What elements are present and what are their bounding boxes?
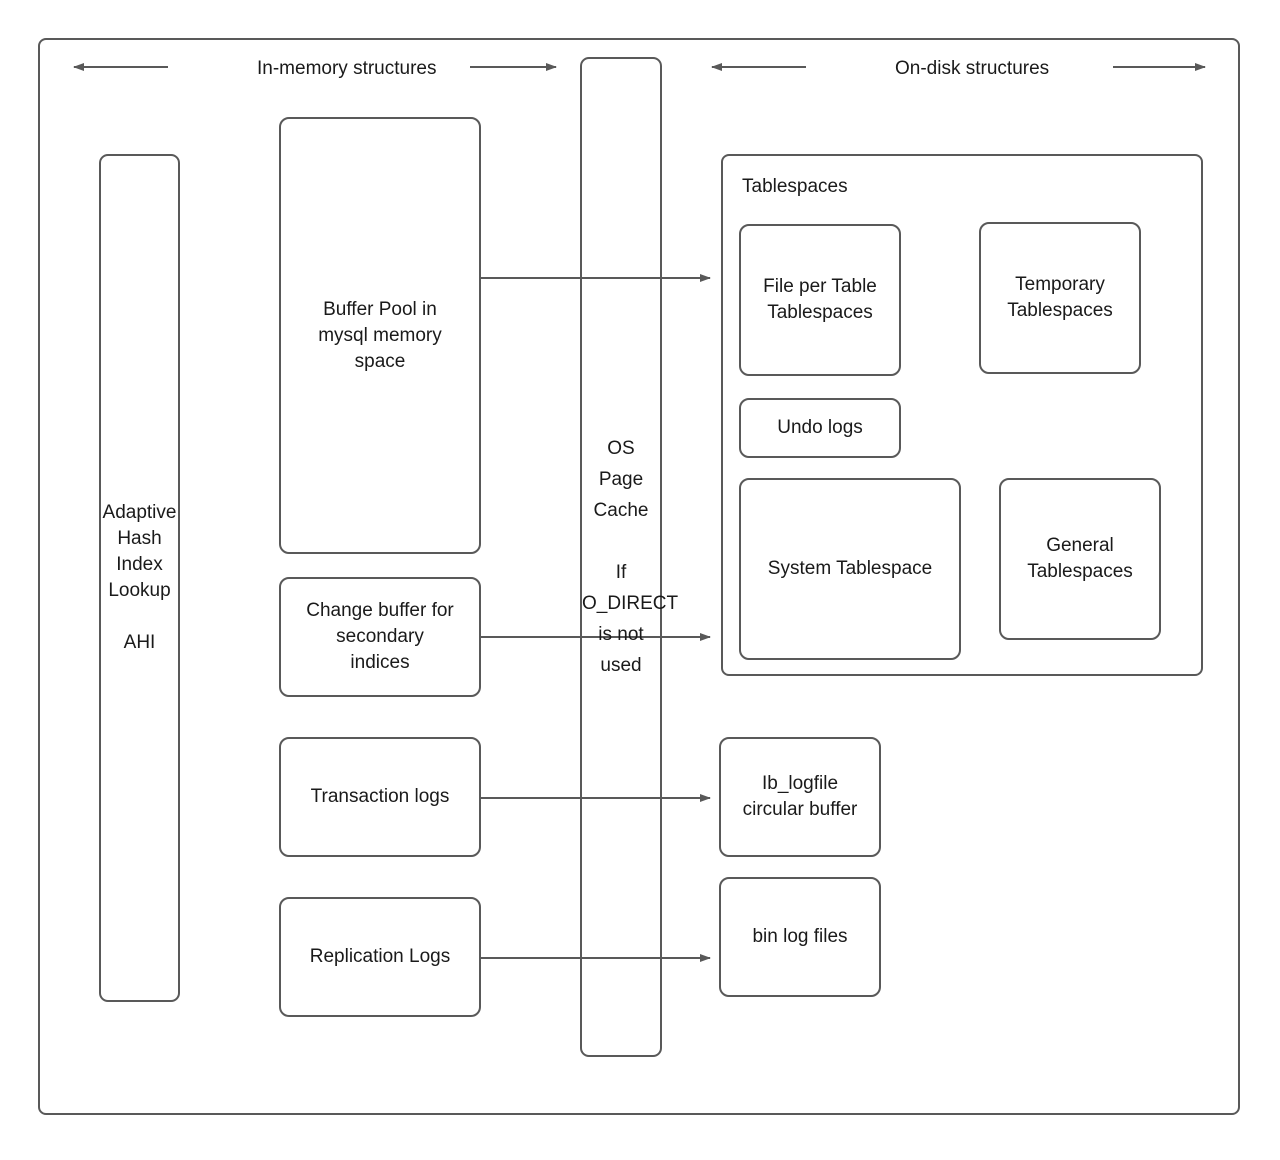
ib-logfile-label: Ib_logfile circular buffer <box>742 773 858 820</box>
buffer-pool-label: Buffer Pool in mysql memory space <box>318 298 442 372</box>
general-tablespaces-box[interactable]: General Tablespaces <box>999 478 1161 640</box>
change-buffer-box[interactable]: Change buffer for secondary indices <box>279 577 481 697</box>
tablespaces-title: Tablespaces <box>742 176 848 197</box>
replication-logs-box[interactable]: Replication Logs <box>279 897 481 1017</box>
os-page-cache-label: OS Page Cache If O_DIRECT is not used <box>582 438 679 676</box>
general-tablespaces-label: General Tablespaces <box>1027 535 1133 582</box>
temporary-tablespaces-label: Temporary Tablespaces <box>1007 274 1113 321</box>
ib-logfile-box[interactable]: Ib_logfile circular buffer <box>719 737 881 857</box>
transaction-logs-box[interactable]: Transaction logs <box>279 737 481 857</box>
buffer-pool-box[interactable]: Buffer Pool in mysql memory space <box>279 117 481 554</box>
transaction-logs-label: Transaction logs <box>310 786 450 807</box>
undo-logs-box[interactable]: Undo logs <box>739 398 901 458</box>
file-per-table-tablespaces-box[interactable]: File per Table Tablespaces <box>739 224 901 376</box>
adaptive-hash-index-label: Adaptive Hash Index Lookup AHI <box>102 502 177 653</box>
file-per-table-tablespaces-label: File per Table Tablespaces <box>763 276 877 323</box>
replication-logs-label: Replication Logs <box>309 946 451 967</box>
outer-frame <box>38 38 1240 1115</box>
temporary-tablespaces-box[interactable]: Temporary Tablespaces <box>979 222 1141 374</box>
bin-log-files-label: bin log files <box>752 926 848 947</box>
on-disk-structures-label: On-disk structures <box>895 58 1050 79</box>
in-memory-structures-label: In-memory structures <box>257 58 437 79</box>
bin-log-files-box[interactable]: bin log files <box>719 877 881 997</box>
undo-logs-label: Undo logs <box>777 417 863 438</box>
system-tablespace-box[interactable]: System Tablespace <box>739 478 961 660</box>
change-buffer-label: Change buffer for secondary indices <box>306 600 454 673</box>
tablespaces-container[interactable] <box>721 154 1203 676</box>
adaptive-hash-index-box[interactable]: Adaptive Hash Index Lookup AHI <box>99 154 180 1002</box>
system-tablespace-label: System Tablespace <box>767 558 933 579</box>
os-page-cache-box[interactable]: OS Page Cache If O_DIRECT is not used <box>580 57 679 1057</box>
